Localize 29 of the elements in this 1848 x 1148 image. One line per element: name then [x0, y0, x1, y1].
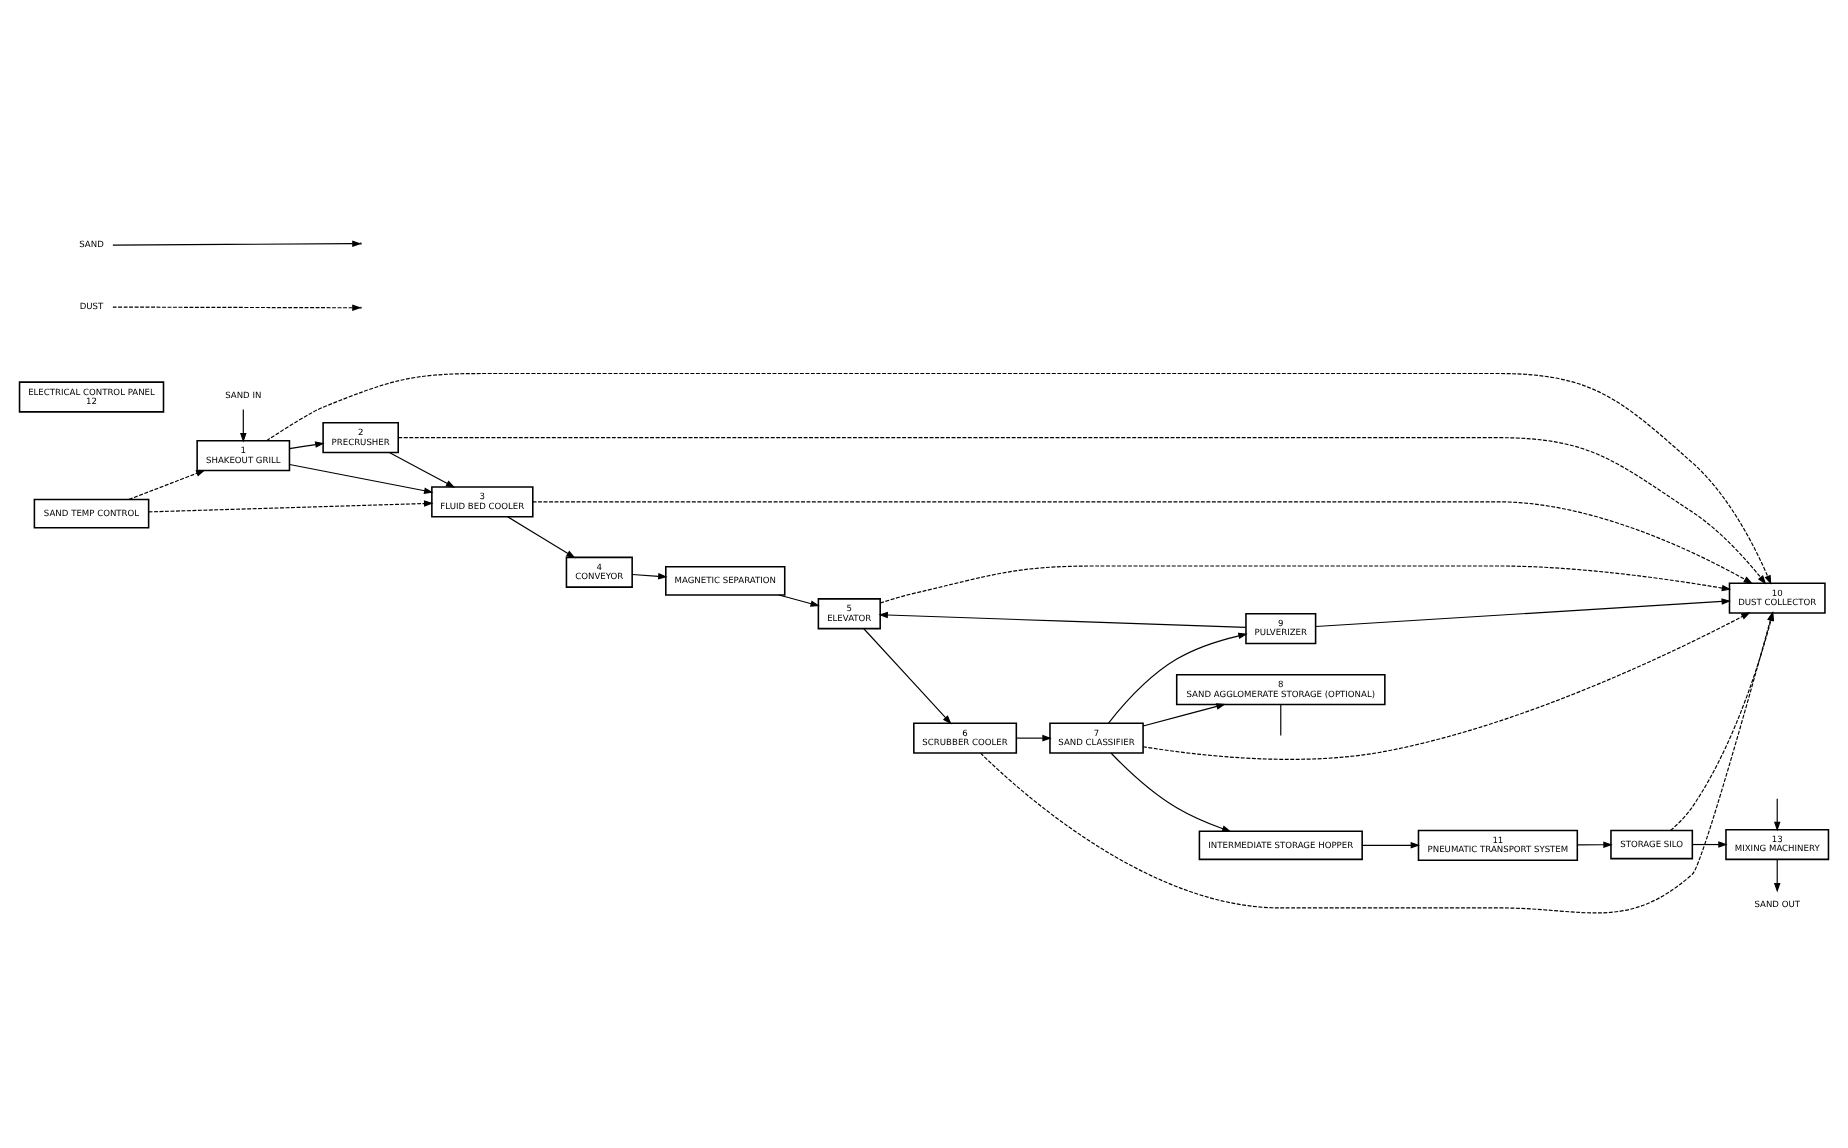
arrow [1773, 797, 1781, 831]
arrow [1773, 858, 1781, 892]
connector [1280, 703, 1282, 735]
arrow [863, 627, 952, 724]
arrow [1107, 631, 1248, 723]
arrow [240, 407, 247, 442]
arrow [879, 564, 1732, 603]
arrow [778, 593, 820, 606]
arrow [1361, 841, 1421, 848]
arrow [631, 572, 668, 579]
arrow [266, 371, 1772, 584]
arrow [128, 468, 206, 499]
arrow [1670, 610, 1775, 830]
arrow [1142, 702, 1226, 726]
arrow [507, 515, 576, 558]
arrow [397, 436, 1767, 584]
arrow [1315, 597, 1731, 627]
arrow [1142, 611, 1751, 759]
arrow [1015, 733, 1052, 741]
arrow [1110, 751, 1232, 831]
arrow [980, 610, 1774, 913]
arrow [388, 451, 456, 487]
arrow [532, 500, 1753, 583]
arrow [1691, 840, 1728, 847]
arrow [878, 610, 1247, 627]
arrow [288, 440, 325, 449]
arrow [148, 499, 434, 512]
arrow [1576, 840, 1613, 848]
arrow [289, 462, 434, 493]
